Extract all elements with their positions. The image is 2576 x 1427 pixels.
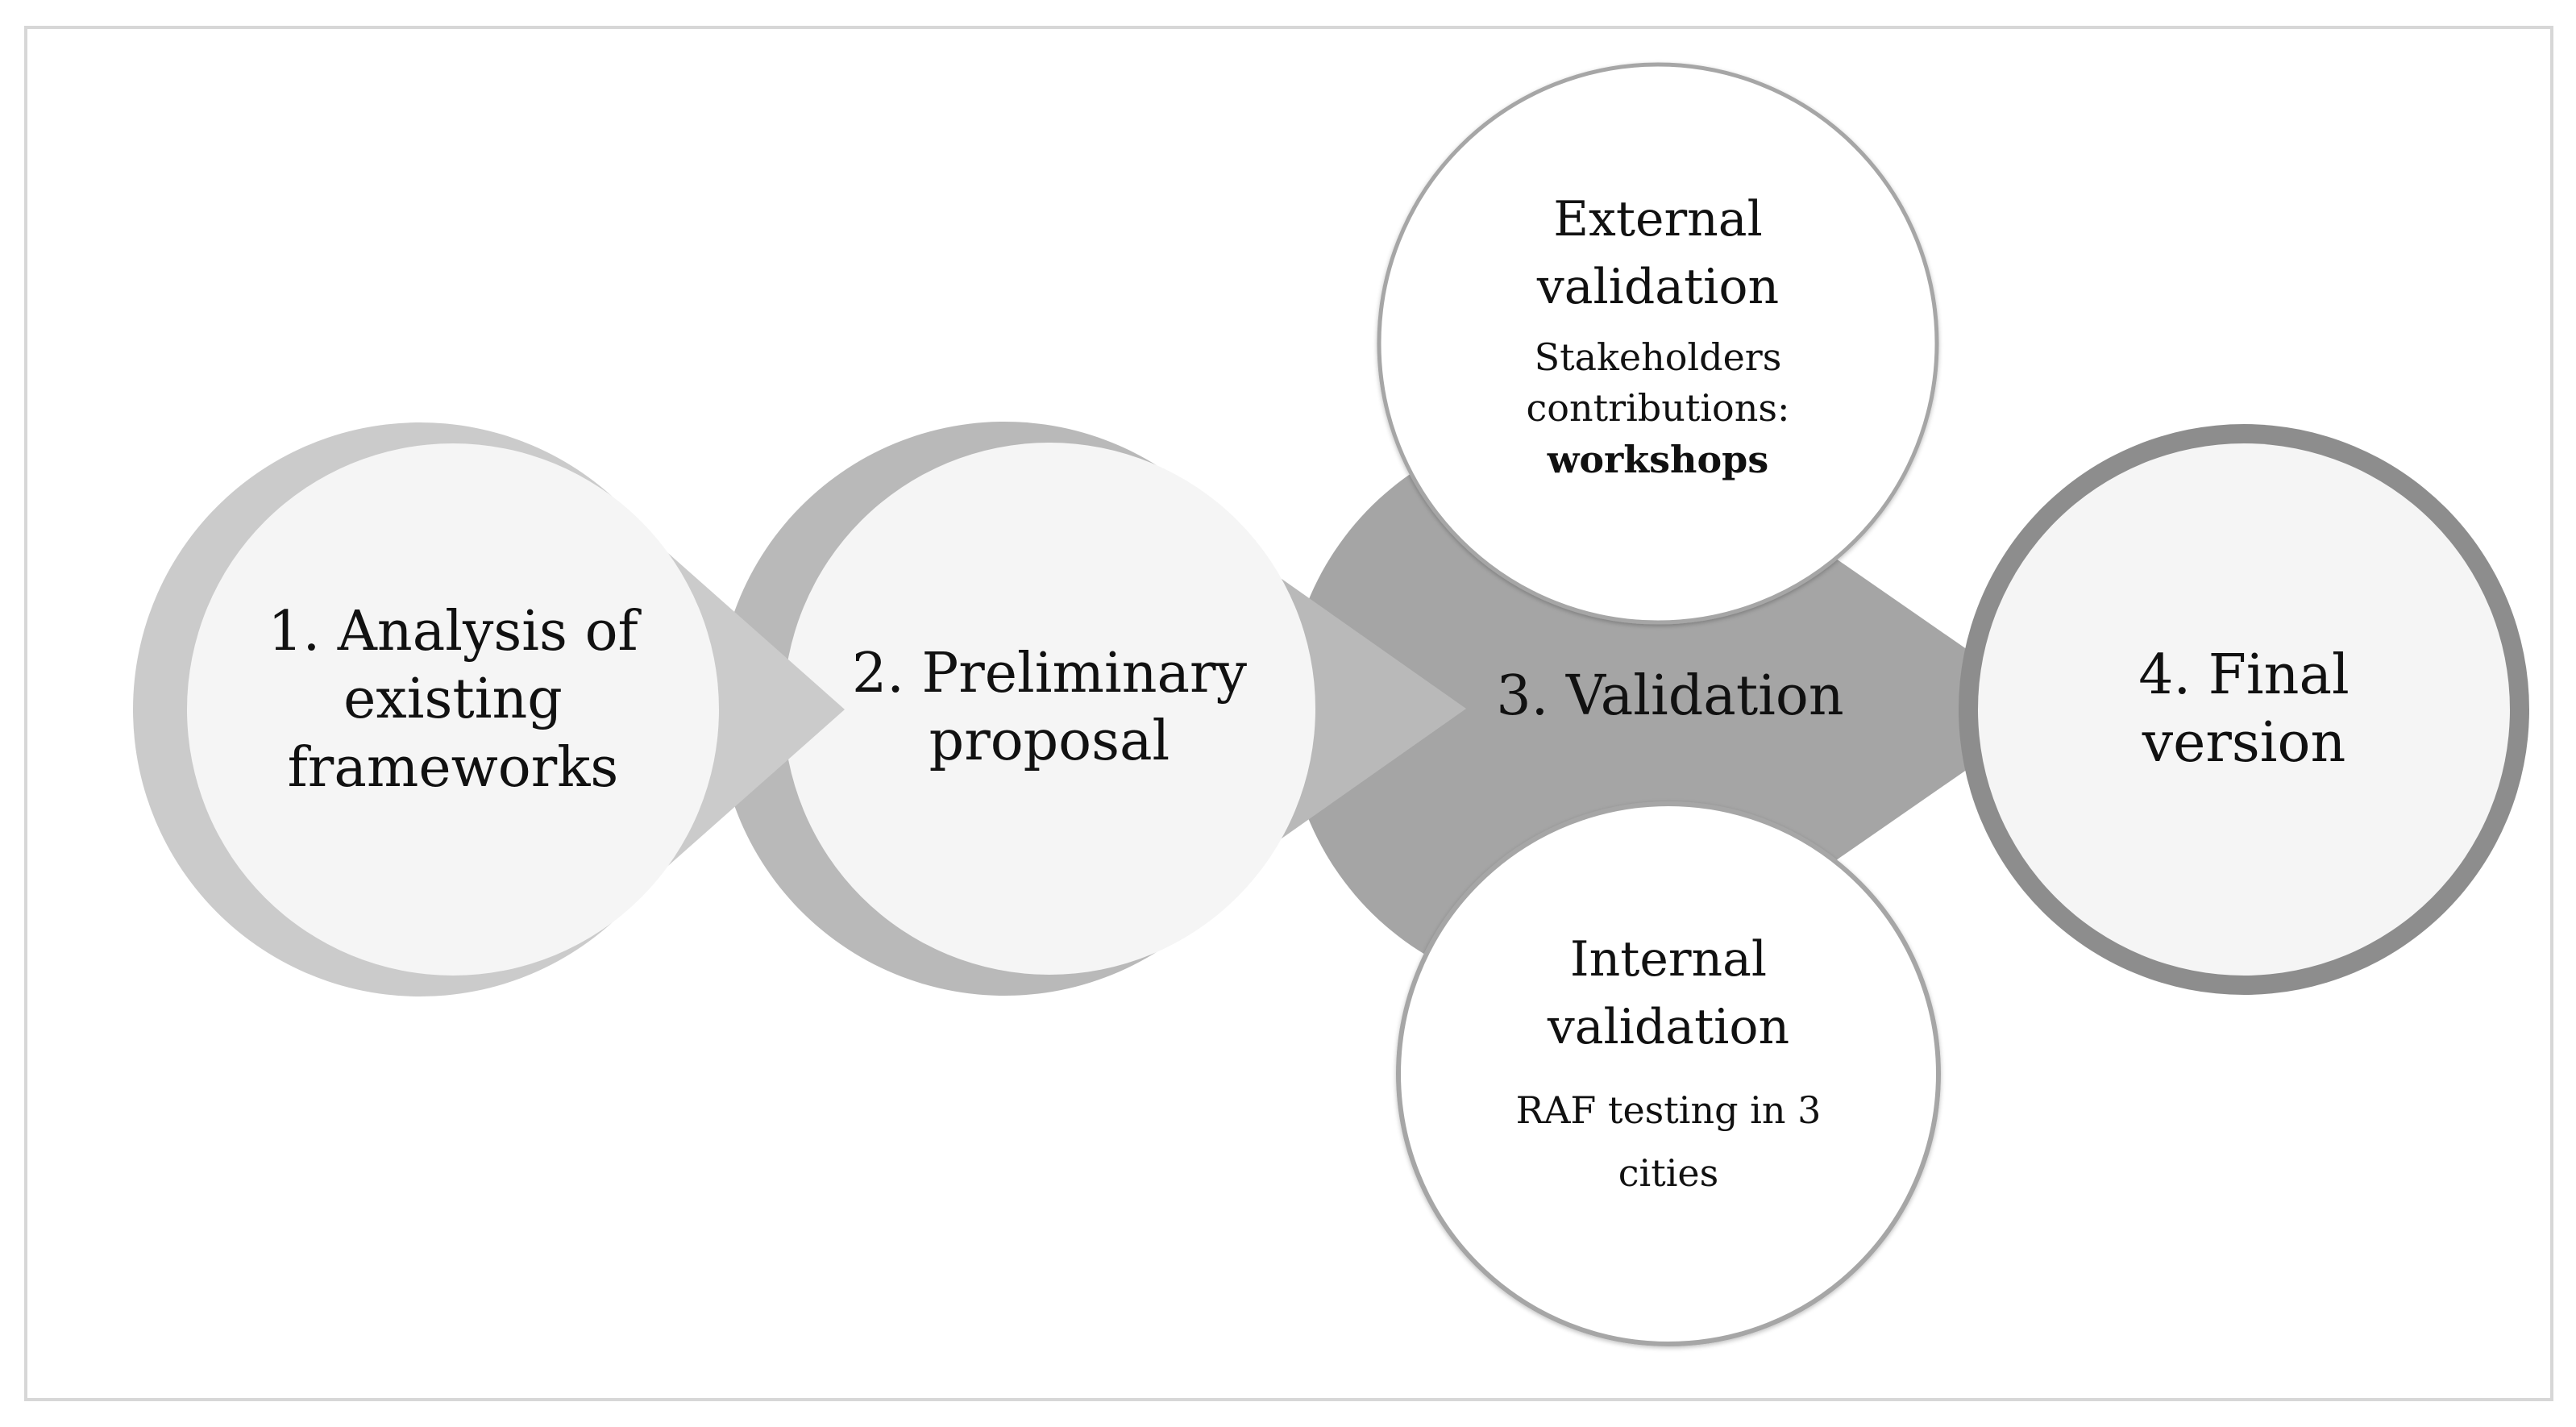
stage-3-label-line: 3. Validation xyxy=(1496,664,1844,728)
internal-validation-note: RAF testing in 3 xyxy=(1515,1088,1822,1132)
stage-4-label-line: 4. Final xyxy=(2138,643,2350,707)
internal-validation-title: validation xyxy=(1547,999,1790,1055)
stage-1-label-line: existing xyxy=(343,668,563,732)
external-validation-title: External xyxy=(1553,191,1763,248)
stage-2-label-line: 2. Preliminary xyxy=(852,642,1247,705)
stage-1-shape xyxy=(133,422,845,996)
external-validation-circle xyxy=(1377,62,1939,625)
stage-4-label-line: version xyxy=(2142,711,2346,776)
internal-validation-circle xyxy=(1396,801,1941,1346)
stage-1-label: 1. Analysis of existing frameworks xyxy=(211,598,695,802)
internal-validation-title: Internal xyxy=(1569,931,1768,988)
stage-2-label-line: proposal xyxy=(929,709,1170,774)
external-validation-text: External validation Stakeholders contrib… xyxy=(1448,185,1868,485)
internal-validation-note: cities xyxy=(1618,1151,1719,1196)
external-validation-note-emphasis: workshops xyxy=(1547,437,1769,481)
internal-validation-text: Internal validation RAF testing in 3 cit… xyxy=(1459,926,1878,1204)
stage-3-shape xyxy=(1286,422,2054,996)
stage-3-label: 3. Validation xyxy=(1428,663,1912,730)
stage-4-label: 4. Final version xyxy=(2002,642,2486,778)
figure-frame xyxy=(24,26,2553,1401)
external-validation-note: contributions: xyxy=(1526,386,1790,431)
stage-2-label: 2. Preliminary proposal xyxy=(808,640,1291,776)
external-validation-title: validation xyxy=(1536,259,1780,315)
stage-1-label-line: 1. Analysis of xyxy=(268,600,638,664)
stage-4-shape xyxy=(1959,424,2529,995)
external-validation-note: Stakeholders xyxy=(1534,335,1782,379)
stage-2-shape xyxy=(717,422,1466,996)
stage-1-label-line: frameworks xyxy=(287,735,619,800)
